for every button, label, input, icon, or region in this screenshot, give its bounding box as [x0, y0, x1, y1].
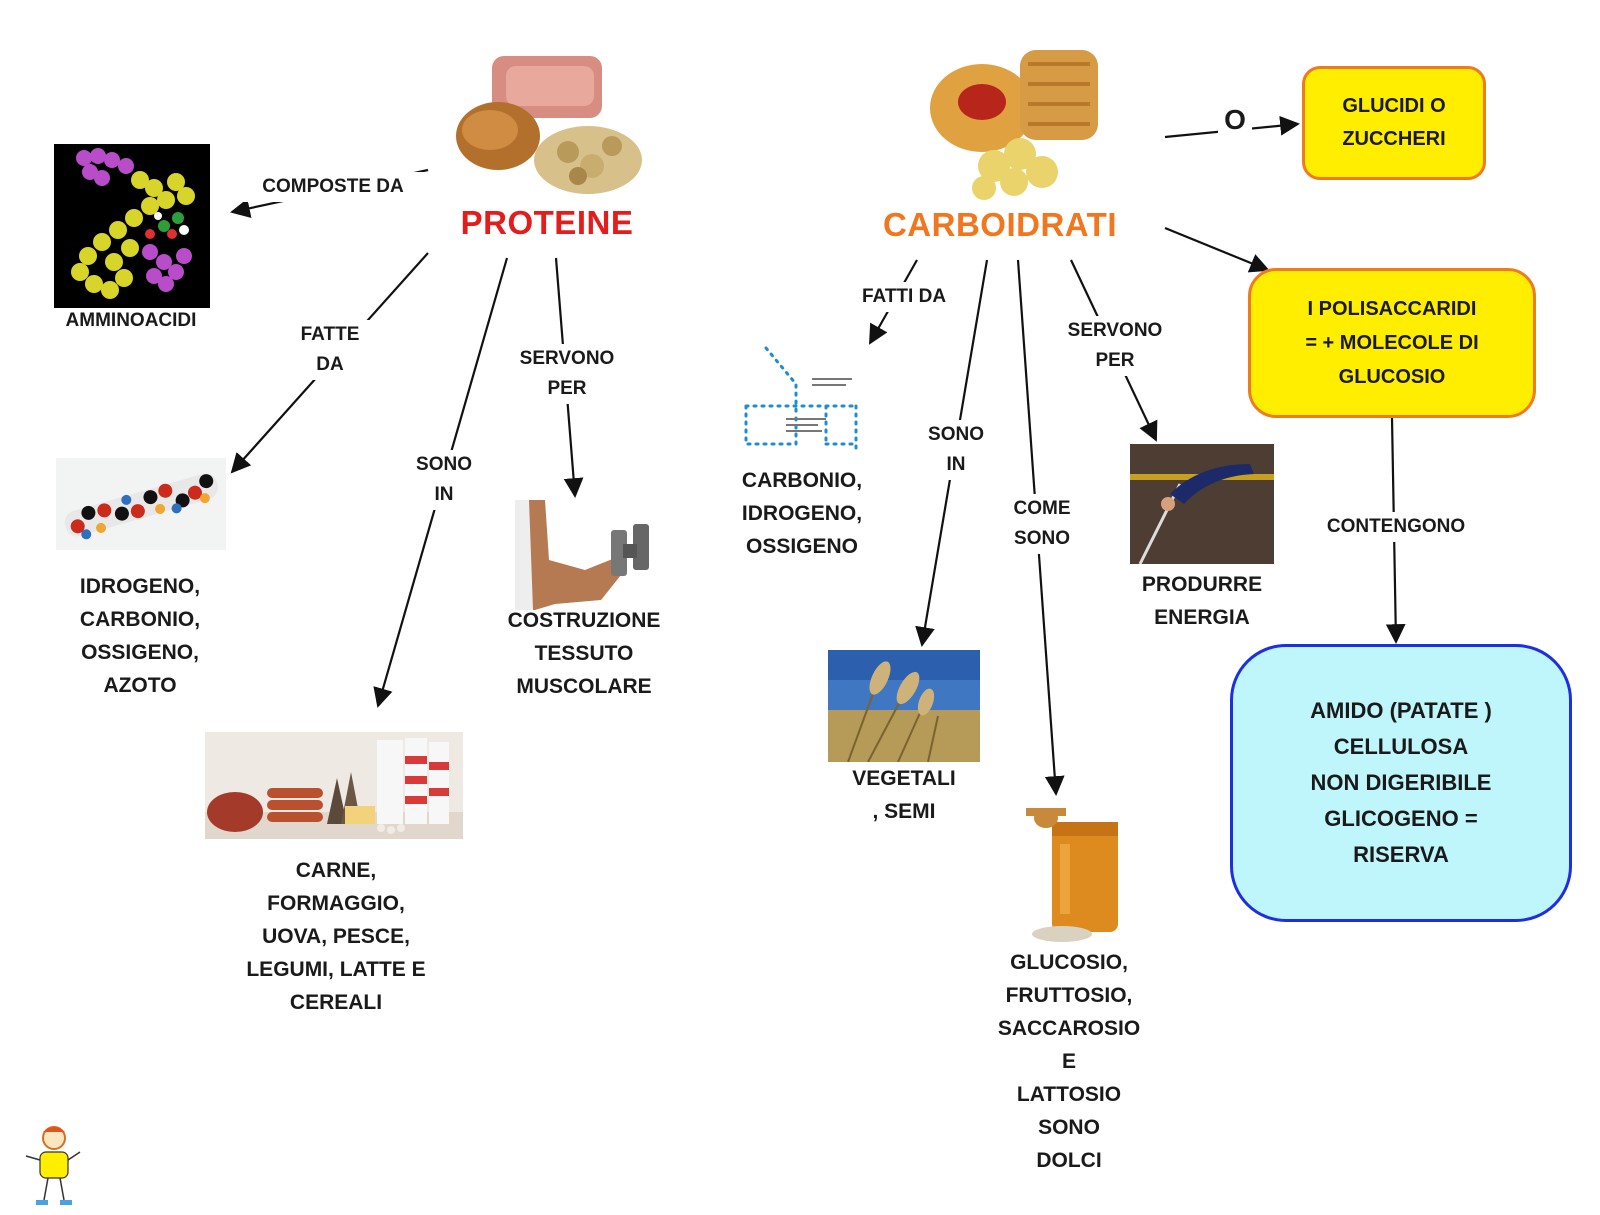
arrow-carboidrati-polisaccaridi	[1164, 226, 1270, 273]
carboidrati-title: CARBOIDRATI	[882, 206, 1118, 243]
come-sono-label: COME SONO	[998, 494, 1086, 554]
pasta-bread-image	[924, 40, 1104, 202]
carboidrati-sono-in-label: SONO IN	[918, 420, 994, 480]
proteine-title: PROTEINE	[460, 204, 634, 241]
o-connector-label: O	[1218, 104, 1252, 136]
proteine-servono-per-label: SERVONO PER	[512, 344, 622, 404]
amminoacidi-molecule-image	[54, 144, 210, 308]
proteine-sono-in-label: SONO IN	[406, 450, 482, 510]
amido-box: AMIDO (PATATE ) CELLULOSA NON DIGERIBILE…	[1230, 644, 1572, 922]
composte-da-label: COMPOSTE DA	[242, 172, 424, 202]
polisaccaridi-box: I POLISACCARIDI = + MOLECOLE DI GLUCOSIO	[1248, 268, 1536, 418]
elements-model-image	[56, 458, 226, 550]
carboidrati-servono-per-label: SERVONO PER	[1060, 316, 1170, 376]
mascot-icon	[22, 1122, 84, 1206]
proteine-funzione-text: COSTRUZIONE TESSUTO MUSCOLARE	[507, 609, 661, 698]
contengono-label: CONTENGONO	[1316, 512, 1476, 542]
protein-foods-image	[205, 732, 463, 839]
vegetali-text: VEGETALI , SEMI	[852, 767, 956, 823]
carbohydrate-polymer-image	[736, 344, 872, 462]
honey-jar-image	[1022, 800, 1124, 944]
meat-food-image	[450, 48, 648, 196]
proteine-alimenti-text: CARNE, FORMAGGIO, UOVA, PESCE, LEGUMI, L…	[246, 859, 426, 1014]
fatti-da-label: FATTI DA	[840, 282, 968, 312]
amminoacidi-label: AMMINOACIDI	[65, 310, 197, 331]
carboidrati-elementi-text: CARBONIO, IDROGENO, OSSIGENO	[741, 469, 863, 558]
energia-text: PRODURRE ENERGIA	[1141, 573, 1263, 629]
fatte-da-label: FATTE DA	[288, 320, 372, 380]
muscle-arm-image	[515, 500, 655, 610]
pole-vault-image	[1130, 444, 1274, 564]
proteine-elementi-text: IDROGENO, CARBONIO, OSSIGENO, AZOTO	[79, 575, 201, 697]
glucidi-box: GLUCIDI O ZUCCHERI	[1302, 66, 1486, 180]
wheat-field-image	[828, 650, 980, 762]
zuccheri-text: GLUCOSIO, FRUTTOSIO, SACCAROSIO E LATTOS…	[997, 951, 1141, 1172]
